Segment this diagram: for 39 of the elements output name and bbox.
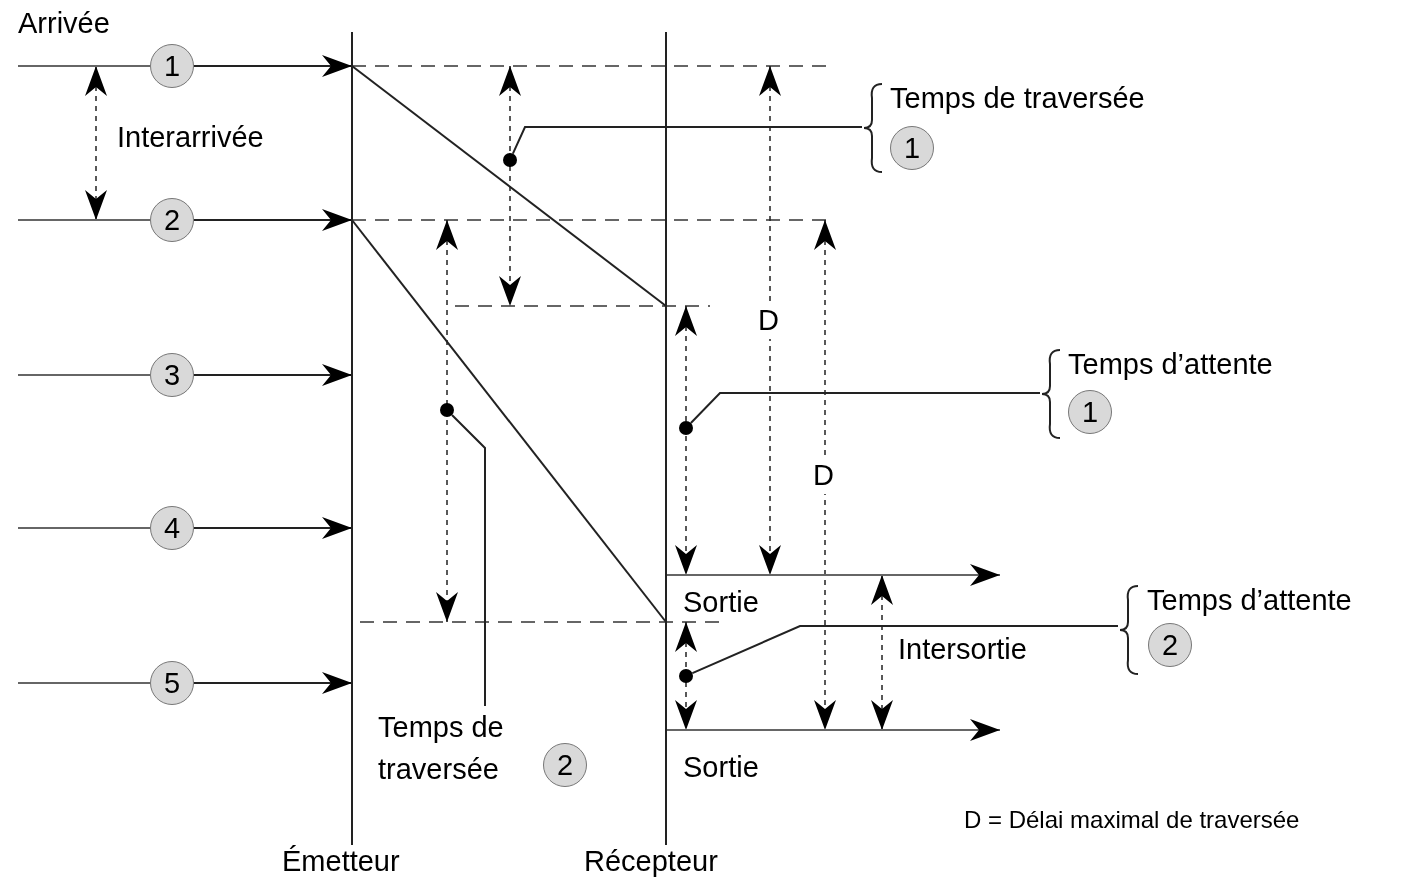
annotation-text: Temps de traversée [890, 82, 1145, 116]
output-arrow [665, 564, 1001, 586]
number-circle: 1 [150, 44, 194, 88]
annotation-text: Temps de traversée [378, 710, 505, 787]
number-circle: 2 [543, 743, 587, 787]
delay-label: D [813, 457, 834, 495]
leader-line [193, 209, 353, 231]
leader-line [691, 625, 1119, 675]
leader-dot [440, 403, 454, 417]
leader-line [450, 413, 486, 707]
number-circle: 4 [150, 506, 194, 550]
leader-line [511, 126, 863, 155]
number-circle: 1 [1068, 390, 1112, 434]
number-circle: 2 [1148, 623, 1192, 667]
output-label: Sortie [683, 751, 759, 785]
legend-note: D = Délai maximal de traversée [964, 806, 1300, 834]
number-circle: 5 [150, 661, 194, 705]
output-arrow [665, 719, 1001, 741]
transit-line [351, 65, 667, 307]
interval-label: Intersortie [898, 633, 1027, 667]
leader-line [193, 672, 353, 694]
interval-label: Interarrivée [117, 121, 264, 155]
leader-dot [503, 153, 517, 167]
title-text: Arrivée [18, 7, 110, 41]
annotation-text: Temps d’attente [1068, 348, 1273, 382]
number-circle: 3 [150, 353, 194, 397]
leader-line [689, 392, 1041, 424]
axis-label: Émetteur [282, 845, 400, 878]
axis-label: Récepteur [584, 845, 718, 878]
leader-line [193, 517, 353, 539]
output-label: Sortie [683, 586, 759, 620]
transit-line [351, 219, 667, 623]
number-circle: 2 [150, 198, 194, 242]
leader-dot [679, 669, 693, 683]
number-circle: 1 [890, 126, 934, 170]
leader-dot [679, 421, 693, 435]
leader-line [193, 364, 353, 386]
leader-line [193, 55, 353, 77]
annotation-text: Temps d’attente [1147, 584, 1352, 618]
